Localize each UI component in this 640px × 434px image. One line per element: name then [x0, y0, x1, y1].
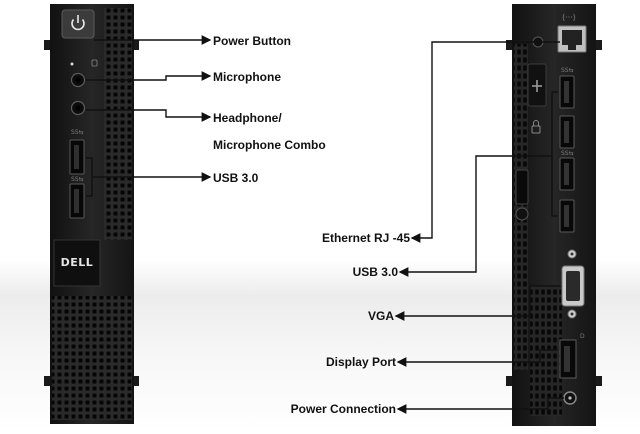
lock-icon: [91, 59, 98, 67]
label-usb-rear: USB 3.0: [352, 265, 398, 279]
usb-icon: SS⇆: [71, 176, 84, 183]
callout-display-port: [396, 349, 558, 367]
ethernet-icon: ⟨···⟩: [562, 13, 576, 22]
label-power-connection: Power Connection: [290, 402, 396, 416]
callout-vga: [394, 285, 560, 321]
rear-usb-port-4-tongue: [564, 205, 569, 227]
front-foot-bottom: [44, 376, 50, 386]
front-foot-top-right: [134, 40, 139, 50]
rear-side-vent: [514, 44, 528, 370]
rear-usb-port-2-tongue: [564, 121, 569, 143]
rear-view: ⟨···⟩ SS⇆ SS⇆: [506, 4, 602, 426]
callout-lines: [86, 35, 564, 414]
thumbscrew: [515, 207, 529, 221]
ethernet-port-socket: [562, 30, 582, 45]
label-microphone: Microphone: [213, 70, 281, 84]
callout-usb-rear: [398, 155, 552, 277]
vga-port-pins: [566, 271, 580, 301]
rear-usb-port-1-tongue: [564, 81, 569, 103]
usb-icon: SS⇆: [561, 150, 574, 157]
rear-bottom-vent: [530, 286, 562, 416]
usb-icon: SS⇆: [561, 67, 574, 74]
displayport-icon: D: [580, 333, 585, 340]
power-icon: [71, 15, 85, 31]
front-view: SS⇆ SS⇆: [44, 4, 139, 424]
dell-logo-plate: [53, 239, 101, 287]
front-usb-port-1-tongue: [74, 145, 79, 169]
callout-ethernet: [410, 41, 560, 243]
rear-foot-top: [596, 40, 602, 50]
rear-usb-port-3-tongue: [564, 163, 569, 185]
ethernet-port-clip: [568, 45, 576, 50]
front-foot-top: [44, 40, 50, 50]
front-bottom-grille: [52, 296, 132, 420]
callout-microphone: [86, 71, 212, 81]
antenna-slot: [515, 169, 529, 205]
microphone-jack-core: [75, 77, 81, 83]
front-foot-bottom-right: [134, 376, 139, 386]
front-usb-port-2-tongue: [74, 189, 79, 213]
power-button[interactable]: [61, 9, 95, 39]
lock-icon: [531, 120, 541, 134]
headphone-combo-jack-core: [75, 105, 81, 111]
callout-power-connection: [396, 397, 564, 414]
display-port-tongue: [564, 346, 570, 372]
label-usb-front: USB 3.0: [213, 171, 259, 185]
label-headphone-line2: Microphone Combo: [213, 138, 326, 152]
label-display-port: Display Port: [325, 355, 396, 369]
usb-icon: SS⇆: [71, 129, 84, 136]
vga-screw-top-hole: [570, 252, 574, 256]
dell-logo: DELL: [60, 256, 94, 269]
activity-led: [70, 62, 74, 66]
rear-foot-top-left: [506, 40, 512, 50]
label-vga: VGA: [367, 309, 394, 323]
callout-usb-rear-bracket: [551, 91, 558, 217]
rear-foot-bottom: [596, 376, 602, 386]
label-power-button: Power Button: [213, 34, 291, 48]
vga-screw-bottom-hole: [570, 312, 574, 316]
label-headphone-line1: Headphone/: [213, 111, 282, 125]
rear-foot-bottom-left: [506, 376, 512, 386]
label-ethernet: Ethernet RJ -45: [321, 231, 410, 245]
power-connection-pin: [568, 396, 572, 400]
callout-headphone: [86, 109, 212, 122]
front-side-grille: [104, 8, 132, 240]
